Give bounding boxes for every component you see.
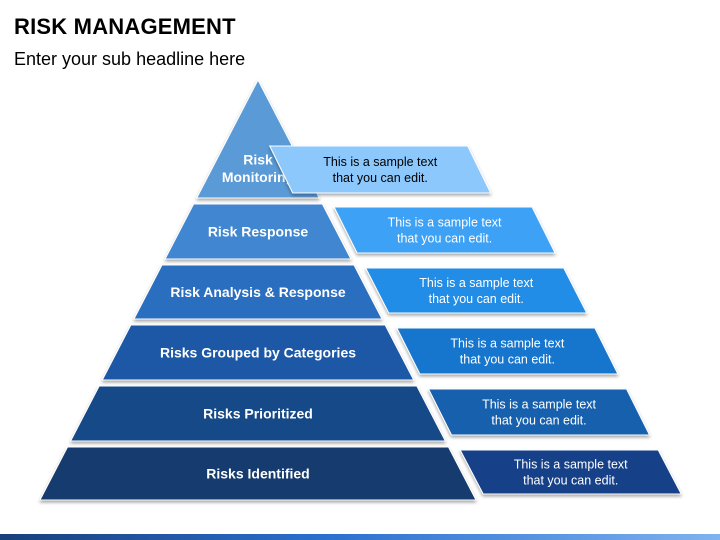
note-box-3 bbox=[364, 267, 588, 314]
pyramid-level-label: Risk Response bbox=[208, 224, 309, 240]
pyramid-level-2 bbox=[164, 203, 352, 260]
pyramid-level-3 bbox=[133, 264, 383, 320]
note-text: This is a sample text bbox=[450, 337, 564, 351]
note-text: that you can edit. bbox=[523, 473, 618, 487]
note-box-6 bbox=[459, 449, 683, 495]
pyramid-level-5 bbox=[69, 385, 447, 442]
pyramid-level-6 bbox=[39, 446, 477, 501]
pyramid-level-label: Risks Prioritized bbox=[203, 406, 313, 422]
pyramid-level-label: Risk bbox=[243, 151, 273, 167]
pyramid-level-label: Monitoring bbox=[222, 169, 294, 185]
note-text: that you can edit. bbox=[397, 231, 492, 245]
page-subtitle: Enter your sub headline here bbox=[14, 49, 246, 69]
note-box-1 bbox=[268, 145, 492, 194]
pyramid-level-4 bbox=[101, 324, 415, 381]
note-text: that you can edit. bbox=[429, 292, 524, 306]
note-text: This is a sample text bbox=[482, 398, 596, 412]
note-box-2 bbox=[333, 206, 556, 254]
note-text: This is a sample text bbox=[323, 155, 437, 169]
note-text: that you can edit. bbox=[333, 171, 428, 185]
note-text: that you can edit. bbox=[491, 413, 586, 427]
note-box-4 bbox=[396, 327, 619, 375]
note-text: This is a sample text bbox=[388, 216, 502, 230]
footer-accent-bar bbox=[0, 534, 720, 540]
note-box-5 bbox=[427, 388, 651, 436]
note-text: that you can edit. bbox=[460, 352, 555, 366]
note-text: This is a sample text bbox=[514, 458, 628, 472]
note-text: This is a sample text bbox=[419, 276, 533, 290]
pyramid-level-label: Risk Analysis & Response bbox=[170, 284, 346, 300]
pyramid-level-label: Risks Identified bbox=[206, 466, 309, 482]
page-title: RISK MANAGEMENT bbox=[14, 14, 236, 39]
pyramid-level-label: Risks Grouped by Categories bbox=[160, 345, 356, 361]
